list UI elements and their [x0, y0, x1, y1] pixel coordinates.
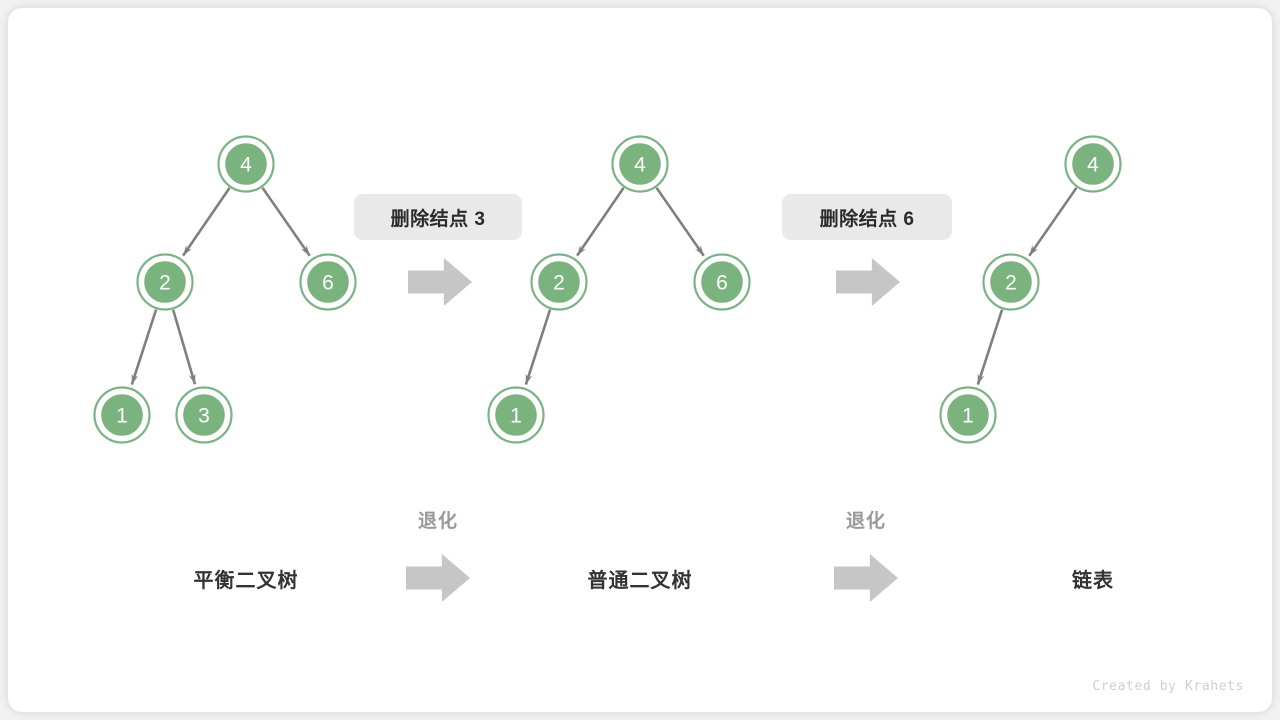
tree-edge	[655, 187, 705, 257]
tree-edge	[261, 187, 311, 257]
diagram-card: 4 2 6 1 3 4 2 6 1 4 2 1 删除结点 3 删除结点 6 退化 退化 平衡二叉树 普通二叉…	[8, 8, 1272, 712]
tree-edge	[171, 309, 197, 385]
tree-node: 3	[175, 386, 233, 444]
tree-node: 2	[530, 253, 588, 311]
degrade-label-2: 退化	[845, 511, 886, 532]
tree-node-value: 4	[634, 154, 646, 177]
delete-node-6-label: 删除结点 6	[782, 194, 952, 240]
transition-arrow-top-2	[836, 258, 900, 306]
tree-node: 4	[611, 135, 669, 193]
tree-node: 1	[939, 386, 997, 444]
tree-node: 6	[299, 253, 357, 311]
transition-arrow-top-1	[408, 258, 472, 306]
stage-label-balanced: 平衡二叉树	[193, 570, 299, 592]
tree-node: 1	[487, 386, 545, 444]
tree-edge	[576, 187, 625, 257]
stage-label-ordinary: 普通二叉树	[587, 570, 693, 592]
transition-arrow-bottom-1	[406, 554, 470, 602]
tree-edge	[976, 309, 1004, 385]
transition-arrow-bottom-2	[834, 554, 898, 602]
tree-edge	[130, 309, 158, 385]
tree-node-value: 1	[962, 405, 974, 428]
stage-label-linkedlist: 链表	[1072, 570, 1114, 592]
delete-node-3-label: 删除结点 3	[354, 194, 522, 240]
tree-node-value: 4	[240, 154, 252, 177]
tree-node-value: 4	[1087, 154, 1099, 177]
tree-node-value: 2	[159, 272, 171, 295]
tree-node-value: 1	[510, 405, 522, 428]
tree-nodes-layer: 4 2 6 1 3 4 2 6 1 4 2 1	[93, 135, 1122, 444]
tree-node-value: 6	[322, 272, 334, 295]
tree-node: 6	[693, 253, 751, 311]
tree-diagram-canvas: 4 2 6 1 3 4 2 6 1 4 2 1	[93, 135, 1122, 602]
transition-arrows-layer	[406, 258, 900, 602]
tree-edge	[1028, 187, 1078, 257]
tree-node: 2	[982, 253, 1040, 311]
tree-node: 4	[1064, 135, 1122, 193]
tree-node-value: 6	[716, 272, 728, 295]
tree-edges-layer	[130, 187, 1078, 385]
tree-node-value: 2	[553, 272, 565, 295]
tree-node: 1	[93, 386, 151, 444]
tree-node: 4	[217, 135, 275, 193]
tree-node-value: 1	[116, 405, 128, 428]
tree-node-value: 2	[1005, 272, 1017, 295]
tree-edge	[182, 187, 231, 257]
degrade-label-1: 退化	[417, 511, 458, 532]
credit-text: Created by Krahets	[1092, 679, 1244, 694]
tree-node-value: 3	[198, 405, 210, 428]
tree-edge	[524, 309, 552, 385]
tree-node: 2	[136, 253, 194, 311]
